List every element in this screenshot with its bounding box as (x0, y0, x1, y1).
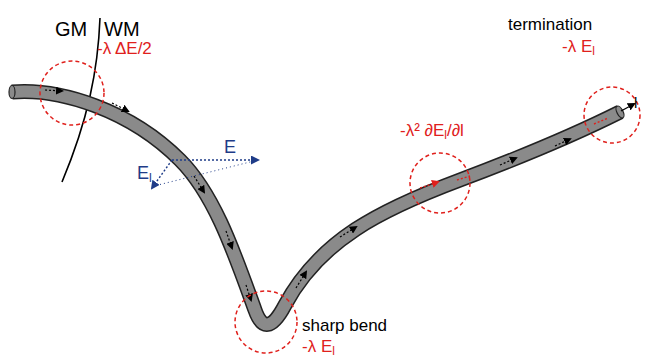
field-vector (152, 160, 172, 188)
annotation-label: E (224, 138, 236, 158)
annotation-label: -λ El (302, 338, 335, 357)
annotation-label: l (634, 95, 637, 112)
fiber-end (614, 105, 625, 119)
direction-arrows (45, 90, 570, 300)
fiber-tube (12, 92, 620, 325)
gradient-arrow (420, 182, 438, 188)
annotation-label: -λ El (562, 38, 595, 57)
fiber-end (9, 86, 15, 99)
gradient-arrow (457, 176, 470, 180)
annotation-label: WM (104, 18, 140, 40)
annotation-label: El (137, 164, 152, 184)
annotation-label: -λ ΔE/2 (97, 40, 152, 59)
end-arrow (621, 104, 634, 111)
fiber-outline (12, 92, 620, 325)
projection-line (154, 160, 258, 186)
region-circle (40, 61, 640, 353)
annotation-label: termination (508, 16, 592, 35)
annotation-label: -λ² ∂El/∂l (400, 122, 464, 141)
annotation-label: sharp bend (302, 317, 387, 336)
annotation-label: GM (55, 18, 87, 40)
gradient-arrow (594, 118, 608, 124)
field-vector (172, 159, 258, 160)
